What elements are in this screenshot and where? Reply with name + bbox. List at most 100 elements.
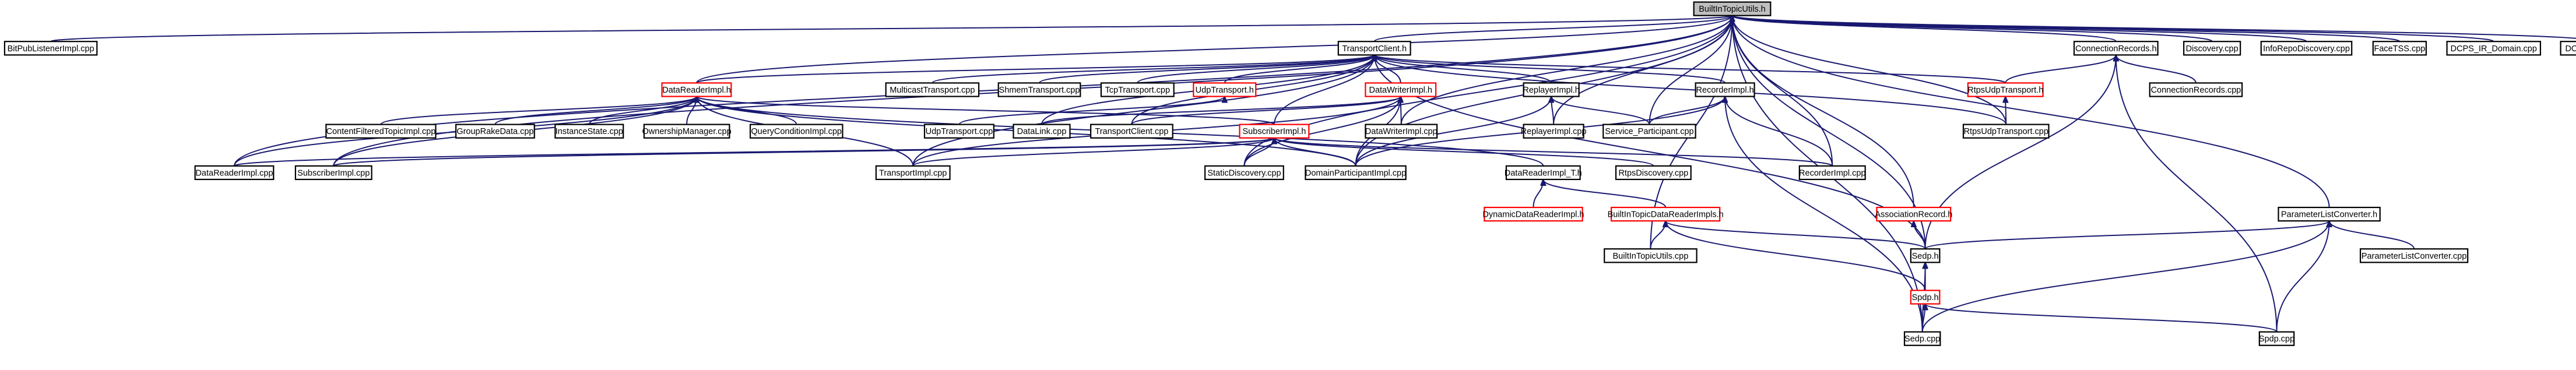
node-dcpsinfo[interactable]: DCPSInfo_i.cpp (2560, 41, 2576, 56)
node-box[interactable] (2560, 41, 2576, 56)
node-box[interactable] (1365, 124, 1438, 139)
node-box[interactable] (661, 82, 732, 97)
node-box[interactable] (643, 124, 730, 139)
node-replayer-cpp[interactable]: ReplayerImpl.cpp (1521, 124, 1587, 139)
node-box[interactable] (997, 82, 1081, 97)
node-drimpl-cpp[interactable]: DataReaderImpl.cpp (194, 165, 275, 181)
node-sedp-h[interactable]: Sedp.h (1910, 248, 1941, 263)
node-box[interactable] (2260, 41, 2353, 56)
node-box[interactable] (1615, 165, 1692, 181)
node-box[interactable] (1523, 82, 1580, 97)
node-bitpub[interactable]: BitPubListenerImpl.cpp (3, 41, 98, 56)
node-rtpsudp-cpp[interactable]: RtpsUdpTransport.cpp (1962, 124, 2050, 139)
node-box[interactable] (1484, 206, 1583, 222)
node-box[interactable] (1090, 124, 1173, 139)
node-plconv-h[interactable]: ParameterListConverter.h (2278, 206, 2381, 222)
node-udptr-h[interactable]: UdpTransport.h (1193, 82, 1257, 97)
node-recorder-h[interactable]: RecorderImpl.h (1695, 82, 1755, 97)
node-replayer-h[interactable]: ReplayerImpl.h (1523, 82, 1580, 97)
node-plconv-cpp[interactable]: ParameterListConverter.cpp (2360, 248, 2469, 263)
node-shmem[interactable]: ShmemTransport.cpp (997, 82, 1081, 97)
node-box[interactable] (1523, 124, 1584, 139)
node-box[interactable] (2258, 331, 2295, 346)
node-box[interactable] (1337, 41, 1411, 56)
node-box[interactable] (885, 82, 980, 97)
node-box[interactable] (1962, 124, 2050, 139)
node-box[interactable] (1239, 124, 1310, 139)
node-box[interactable] (1876, 206, 1952, 222)
node-recorder-cpp[interactable]: RecorderImpl.cpp (1798, 165, 1866, 181)
node-svcpart[interactable]: Service_Participant.cpp (1602, 124, 1696, 139)
node-subimpl-h[interactable]: SubscriberImpl.h (1239, 124, 1310, 139)
node-box[interactable] (1903, 331, 1941, 346)
node-bitutils-h[interactable]: BuiltInTopicUtils.h (1693, 1, 1772, 16)
node-box[interactable] (1910, 248, 1941, 263)
node-inforepo[interactable]: InfoRepoDiscovery.cpp (2260, 41, 2353, 56)
node-grdata[interactable]: GroupRakeData.cpp (455, 124, 535, 139)
node-box[interactable] (3, 41, 98, 56)
node-tclient-h[interactable]: TransportClient.h (1337, 41, 1411, 56)
node-box[interactable] (1365, 82, 1437, 97)
node-assocrec[interactable]: AssociationRecord.h (1875, 206, 1952, 222)
node-bitdr[interactable]: BuiltInTopicDataReaderImpls.h (1608, 206, 1724, 222)
node-box[interactable] (2073, 41, 2159, 56)
node-udptr-cpp[interactable]: UdpTransport.cpp (923, 124, 994, 139)
node-dyndr[interactable]: DynamicDataReaderImpl.h (1482, 206, 1584, 222)
node-box[interactable] (1910, 290, 1941, 305)
node-box[interactable] (875, 165, 951, 181)
node-connrec-h[interactable]: ConnectionRecords.h (2073, 41, 2159, 56)
node-box[interactable] (1193, 82, 1257, 97)
node-box[interactable] (1602, 124, 1696, 139)
node-box[interactable] (1967, 82, 2044, 97)
node-box[interactable] (1013, 124, 1071, 139)
node-drimpl-h[interactable]: DataReaderImpl.h (661, 82, 732, 97)
node-dcps-ir[interactable]: DCPS_IR_Domain.cpp (2446, 41, 2542, 56)
node-box[interactable] (1798, 165, 1866, 181)
node-facetss[interactable]: FaceTSS.cpp (2372, 41, 2427, 56)
node-rtpsudp-h[interactable]: RtpsUdpTransport.h (1967, 82, 2044, 97)
node-box[interactable] (2149, 82, 2243, 97)
node-box[interactable] (1100, 82, 1175, 97)
node-dwimpl-cpp[interactable]: DataWriterImpl.cpp (1365, 124, 1438, 139)
node-box[interactable] (294, 165, 372, 181)
node-staticdisc[interactable]: StaticDiscovery.cpp (1204, 165, 1284, 181)
node-rtpsdisc[interactable]: RtpsDiscovery.cpp (1615, 165, 1692, 181)
node-box[interactable] (2183, 41, 2241, 56)
node-datalink[interactable]: DataLink.cpp (1013, 124, 1071, 139)
node-box[interactable] (2372, 41, 2427, 56)
node-box[interactable] (1505, 165, 1581, 181)
node-connrec-cpp[interactable]: ConnectionRecords.cpp (2149, 82, 2243, 97)
node-box[interactable] (2446, 41, 2542, 56)
node-dwimpl-h[interactable]: DataWriterImpl.h (1365, 82, 1437, 97)
node-trimpl[interactable]: TransportImpl.cpp (875, 165, 951, 181)
node-drimpl-t[interactable]: DataReaderImpl_T.h (1505, 165, 1582, 181)
node-tcp[interactable]: TcpTransport.cpp (1100, 82, 1175, 97)
node-spdp-h[interactable]: Spdp.h (1910, 290, 1941, 305)
node-box[interactable] (1695, 82, 1755, 97)
node-qcond[interactable]: QueryConditionImpl.cpp (749, 124, 844, 139)
node-box[interactable] (1305, 165, 1407, 181)
node-box[interactable] (1604, 248, 1698, 263)
node-box[interactable] (325, 124, 437, 139)
node-mcast[interactable]: MulticastTransport.cpp (885, 82, 980, 97)
node-box[interactable] (749, 124, 844, 139)
node-box[interactable] (554, 124, 624, 139)
node-box[interactable] (1693, 1, 1772, 16)
node-cft[interactable]: ContentFilteredTopicImpl.cpp (325, 124, 437, 139)
node-box[interactable] (1204, 165, 1284, 181)
node-box[interactable] (923, 124, 994, 139)
node-box[interactable] (1610, 206, 1721, 222)
node-ownmgr[interactable]: OwnershipManager.cpp (642, 124, 732, 139)
node-box[interactable] (194, 165, 275, 181)
node-box[interactable] (2360, 248, 2469, 263)
node-box[interactable] (2278, 206, 2381, 222)
node-subimpl-cpp[interactable]: SubscriberImpl.cpp (294, 165, 372, 181)
node-spdp-cpp[interactable]: Spdp.cpp (2258, 331, 2295, 346)
node-box[interactable] (455, 124, 535, 139)
node-sedp-cpp[interactable]: Sedp.cpp (1903, 331, 1941, 346)
node-discovery[interactable]: Discovery.cpp (2183, 41, 2241, 56)
node-dpimpl[interactable]: DomainParticipantImpl.cpp (1305, 165, 1407, 181)
node-tclient-cpp[interactable]: TransportClient.cpp (1090, 124, 1173, 139)
node-inststate[interactable]: InstanceState.cpp (554, 124, 624, 139)
node-bitutils-cpp[interactable]: BuiltInTopicUtils.cpp (1604, 248, 1698, 263)
